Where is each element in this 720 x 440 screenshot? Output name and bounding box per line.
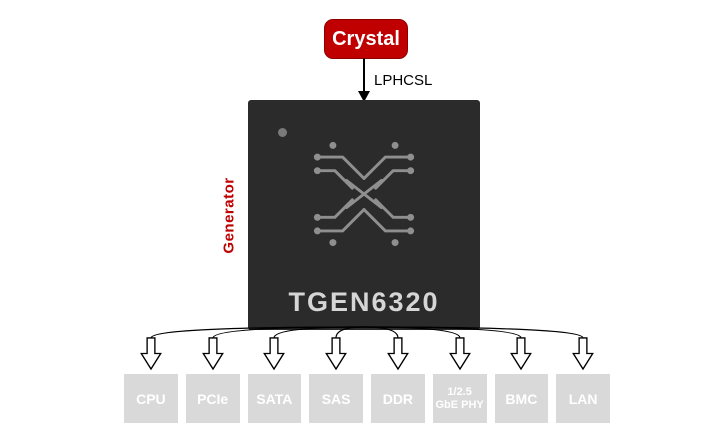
output-label: LAN: [568, 390, 598, 407]
output-label: CPU: [136, 390, 166, 407]
down-block-arrow-icon: [263, 337, 286, 370]
output-column-lan: LAN: [556, 337, 610, 423]
down-arrow-icon: [358, 58, 370, 102]
down-block-arrow-icon: [139, 337, 162, 370]
down-block-arrow-icon: [325, 337, 348, 370]
output-label: SAS: [321, 390, 351, 407]
chip-name: TGEN6320: [288, 287, 440, 317]
output-box-lan: LAN: [556, 374, 610, 423]
output-label: SATA: [256, 390, 293, 407]
output-column-sata: SATA: [247, 337, 302, 423]
output-box-bmc: BMC: [494, 374, 549, 423]
down-block-arrow-icon: [386, 337, 409, 370]
output-label: PCIe: [197, 390, 229, 407]
down-block-arrow-icon: [510, 337, 533, 370]
crystal-box: Crystal: [324, 19, 408, 59]
outputs-row: CPU PCIe SATA SAS: [124, 337, 610, 423]
fanout-connector: [150, 326, 584, 339]
output-column-sas: SAS: [309, 337, 363, 423]
output-column-cpu: CPU: [124, 337, 178, 423]
down-block-arrow-icon: [448, 337, 471, 370]
output-box-ddr: DDR: [371, 374, 425, 423]
output-column-gbe-phy: 1/2.5 GbE PHY: [432, 337, 487, 423]
chip-package: TGEN6320: [248, 100, 480, 330]
output-box-sas: SAS: [309, 374, 363, 423]
output-label: DDR: [382, 390, 414, 407]
output-label: BMC: [505, 390, 538, 407]
generator-label-wrap: Generator: [218, 130, 240, 300]
pin1-dot-icon: [278, 128, 287, 137]
output-label: 1/2.5 GbE PHY: [435, 385, 484, 411]
chip-logo-icon: [313, 141, 415, 247]
output-column-bmc: BMC: [494, 337, 549, 423]
output-box-sata: SATA: [247, 374, 302, 423]
crystal-label: Crystal: [332, 27, 400, 50]
output-box-cpu: CPU: [124, 374, 178, 423]
down-block-arrow-icon: [201, 337, 224, 370]
output-column-ddr: DDR: [371, 337, 425, 423]
signal-label: LPHCSL: [374, 72, 433, 89]
output-box-pcie: PCIe: [185, 374, 240, 423]
output-box-gbe-phy: 1/2.5 GbE PHY: [432, 374, 487, 423]
generator-label: Generator: [220, 176, 238, 254]
output-column-pcie: PCIe: [185, 337, 240, 423]
down-block-arrow-icon: [572, 337, 595, 370]
